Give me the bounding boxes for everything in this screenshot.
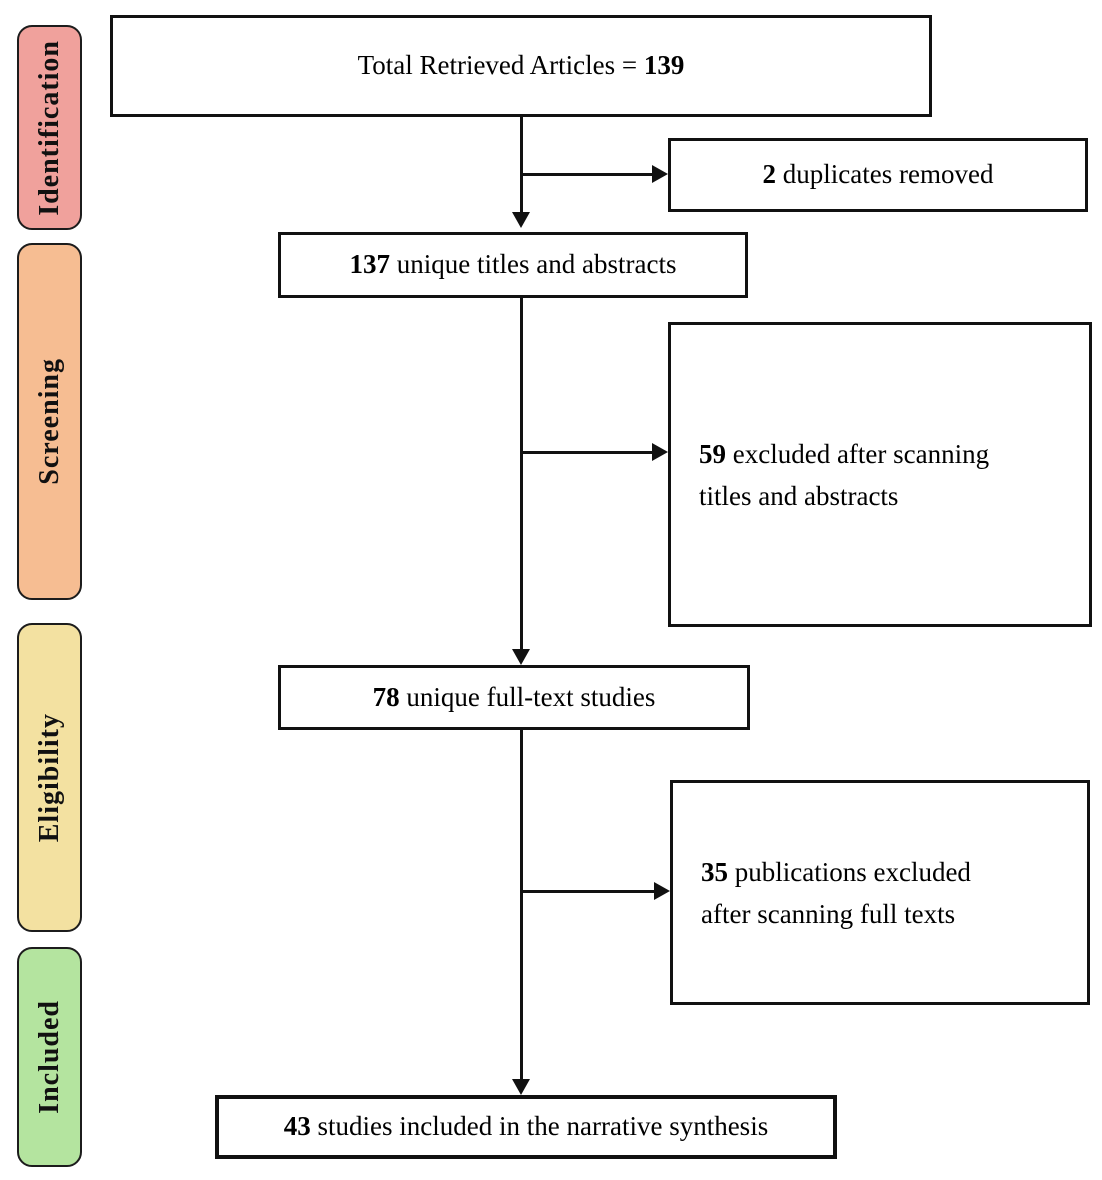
stage-included-label: Included: [33, 1000, 65, 1114]
stage-screening: Screening: [17, 243, 82, 600]
arrow-right-to-excluded-titles-icon: [652, 443, 668, 461]
flow-box-excluded-titles-line1: 59 excluded after scanning: [699, 438, 990, 469]
arrow-down-to-included-icon: [512, 1079, 530, 1095]
connector-stem-3: [520, 730, 523, 1079]
flow-box-unique-titles-text: 137 unique titles and abstracts: [349, 249, 677, 280]
connector-branch-2: [521, 451, 652, 454]
stage-screening-label: Screening: [33, 358, 65, 485]
flow-box-included-studies: 43 studies included in the narrative syn…: [215, 1095, 837, 1159]
flow-box-excluded-fulltext-line2: after scanning full texts: [701, 898, 956, 929]
flow-box-total-retrieved: Total Retrieved Articles = 139: [110, 15, 932, 117]
connector-stem-2: [520, 298, 523, 649]
connector-branch-3: [521, 890, 654, 893]
connector-branch-1: [521, 173, 652, 176]
flow-box-fulltext-studies: 78 unique full-text studies: [278, 665, 750, 730]
flow-box-unique-titles: 137 unique titles and abstracts: [278, 232, 748, 298]
flow-box-duplicates-removed: 2 duplicates removed: [668, 138, 1088, 212]
stage-identification: Identification: [17, 25, 82, 230]
flow-box-included-studies-text: 43 studies included in the narrative syn…: [283, 1111, 769, 1142]
flow-box-excluded-titles: 59 excluded after scanning titles and ab…: [668, 322, 1092, 627]
flow-box-total-retrieved-text: Total Retrieved Articles = 139: [357, 50, 685, 81]
stage-included: Included: [17, 947, 82, 1167]
flow-box-excluded-titles-line2: titles and abstracts: [699, 480, 899, 511]
arrow-down-to-fulltext-icon: [512, 649, 530, 665]
arrow-down-to-titles-icon: [512, 212, 530, 228]
flow-box-excluded-fulltext-line1: 35 publications excluded: [701, 856, 971, 887]
flow-box-duplicates-removed-text: 2 duplicates removed: [762, 159, 994, 190]
arrow-right-to-duplicates-icon: [652, 165, 668, 183]
flow-box-fulltext-studies-text: 78 unique full-text studies: [372, 681, 656, 712]
connector-stem-1: [520, 117, 523, 213]
stage-eligibility: Eligibility: [17, 623, 82, 932]
stage-eligibility-label: Eligibility: [33, 712, 65, 843]
arrow-right-to-excluded-fulltext-icon: [654, 882, 670, 900]
flow-box-excluded-fulltext: 35 publications excluded after scanning …: [670, 780, 1090, 1005]
stage-identification-label: Identification: [33, 39, 65, 216]
